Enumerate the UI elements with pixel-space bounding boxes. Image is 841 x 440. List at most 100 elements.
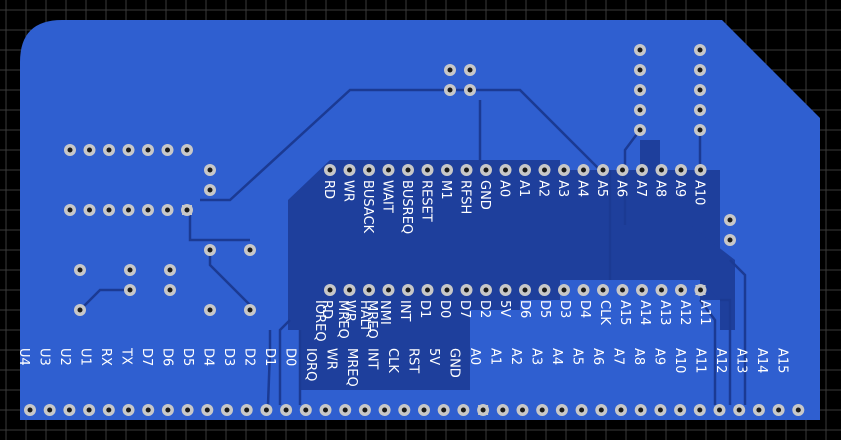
- pad-hole: [464, 167, 469, 173]
- pad-hole: [323, 407, 328, 413]
- top-pin-label: WR: [341, 180, 356, 202]
- edge-pin-label: A9: [652, 348, 667, 365]
- pad-hole: [167, 287, 173, 293]
- edge-pin-label: D3: [221, 348, 236, 366]
- pad-hole: [698, 287, 703, 293]
- edge-pin-label: D1: [262, 348, 277, 366]
- middle-pin-label: WR: [342, 300, 357, 322]
- top-pin-label: A10: [692, 180, 707, 205]
- pad-hole: [87, 147, 92, 153]
- middle-pin-label: D0: [437, 300, 452, 318]
- pad-hole: [600, 167, 606, 173]
- pad-hole: [460, 407, 466, 413]
- pad-hole: [347, 287, 352, 293]
- pad-hole: [756, 407, 762, 413]
- pad-hole: [204, 407, 210, 413]
- pad-hole: [659, 287, 664, 293]
- pad-hole: [727, 217, 733, 223]
- middle-pin-label: CLK: [597, 300, 612, 325]
- middle-pin-label: D6: [517, 300, 532, 318]
- pad-hole: [167, 267, 173, 273]
- pad-hole: [327, 287, 333, 293]
- pad-hole: [165, 407, 171, 413]
- pad-hole: [727, 237, 733, 243]
- copper-trace: [623, 129, 641, 225]
- pad-hole: [127, 267, 133, 273]
- middle-pin-label: A15: [617, 300, 632, 325]
- copper-trace: [200, 88, 470, 202]
- top-pin-label: A9: [672, 180, 687, 197]
- edge-pin-label: U2: [57, 348, 72, 366]
- pad-hole: [165, 147, 170, 153]
- pad-hole: [697, 67, 703, 73]
- pad-hole: [421, 407, 427, 413]
- pad-hole: [127, 287, 133, 293]
- pad-hole: [126, 207, 131, 213]
- edge-pin-label: A13: [734, 348, 749, 373]
- pad-hole: [207, 307, 213, 313]
- pad-hole: [207, 247, 213, 253]
- pad-hole: [342, 407, 348, 413]
- pad-hole: [382, 407, 388, 413]
- pad-hole: [425, 287, 430, 293]
- copper-trace: [79, 288, 130, 311]
- edge-pin-label: A6: [590, 348, 605, 365]
- middle-pin-label: D5: [537, 300, 552, 318]
- pad-hole: [697, 407, 703, 413]
- edge-pin-label: A10: [672, 348, 687, 373]
- edge-pin-label: RST: [406, 348, 421, 373]
- pad-hole: [207, 167, 213, 173]
- edge-pin-label: TX: [119, 347, 134, 365]
- edge-pin-label: D7: [139, 348, 154, 366]
- pad-hole: [303, 407, 309, 413]
- middle-pin-label: A12: [677, 300, 692, 325]
- pad-hole: [539, 407, 545, 413]
- pad-hole: [347, 167, 352, 173]
- edge-pin-label: A15: [775, 348, 790, 373]
- top-pin-label: A4: [575, 180, 590, 197]
- pad-hole: [581, 167, 586, 173]
- pad-hole: [483, 167, 489, 173]
- pad-hole: [224, 407, 230, 413]
- pad-hole: [145, 207, 151, 213]
- pad-hole: [67, 147, 73, 153]
- pads-layer: [24, 44, 805, 416]
- top-pin-label: BUSREQ: [399, 180, 414, 234]
- pad-hole: [405, 167, 411, 173]
- pad-hole: [184, 207, 190, 213]
- edge-pin-label: D0: [283, 348, 298, 366]
- pad-hole: [736, 407, 742, 413]
- pad-hole: [283, 407, 289, 413]
- edge-pin-label: U3: [37, 348, 52, 366]
- pad-hole: [27, 407, 33, 413]
- pad-hole: [637, 107, 643, 113]
- edge-pin-label: INT: [365, 348, 380, 370]
- middle-pin-label: D2: [477, 300, 492, 318]
- edge-pin-label: A4: [549, 348, 564, 365]
- pad-hole: [77, 267, 83, 273]
- pad-hole: [600, 287, 606, 293]
- pad-hole: [362, 407, 368, 413]
- top-pin-label: BUSACK: [360, 180, 375, 234]
- top-pin-label: A5: [594, 180, 609, 197]
- pad-hole: [366, 167, 372, 173]
- edge-pin-label: WR: [324, 348, 339, 370]
- pad-hole: [698, 167, 703, 173]
- pad-hole: [444, 167, 450, 173]
- top-pin-label: A2: [536, 180, 551, 197]
- pad-hole: [522, 167, 528, 173]
- pad-hole: [66, 407, 72, 413]
- middle-pin-label: MREQ: [364, 300, 379, 339]
- copper-trace: [699, 299, 717, 405]
- pad-hole: [503, 287, 508, 293]
- pad-hole: [795, 407, 801, 413]
- pad-hole: [697, 47, 703, 53]
- copper-trace: [266, 330, 272, 406]
- pad-hole: [441, 407, 447, 413]
- pad-hole: [500, 407, 506, 413]
- edge-pin-label: D4: [201, 348, 216, 366]
